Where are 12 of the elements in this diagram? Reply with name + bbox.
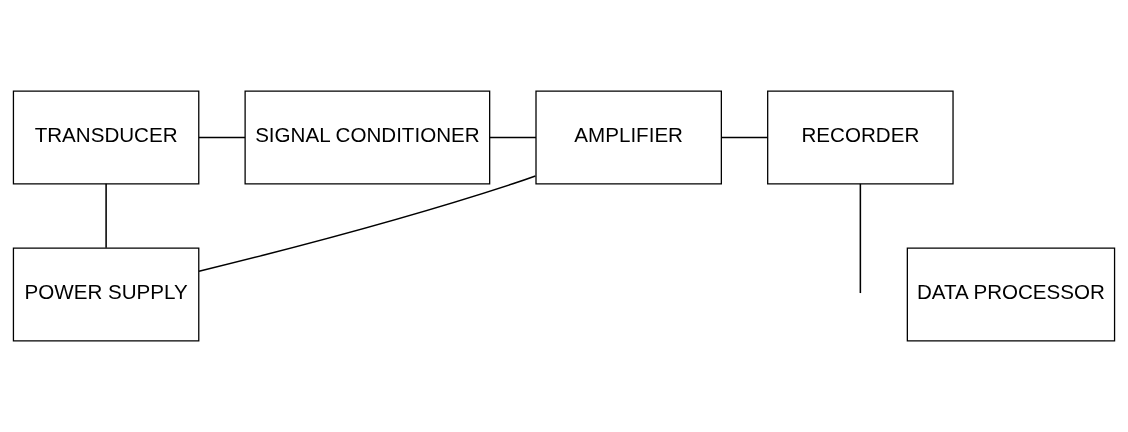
node-box: POWER SUPPLY [12, 247, 200, 342]
connector [105, 183, 107, 249]
connector [198, 136, 246, 139]
node-box: RECORDER [767, 90, 954, 185]
node-box: SIGNAL CONDITIONER [244, 90, 491, 185]
connector [198, 175, 537, 273]
node-box: TRANSDUCER [12, 90, 200, 185]
connector [720, 136, 769, 139]
node-box: AMPLIFIER [535, 90, 722, 185]
connector [489, 136, 537, 139]
node-box: DATA PROCESSOR [906, 247, 1116, 342]
connector [859, 183, 862, 294]
